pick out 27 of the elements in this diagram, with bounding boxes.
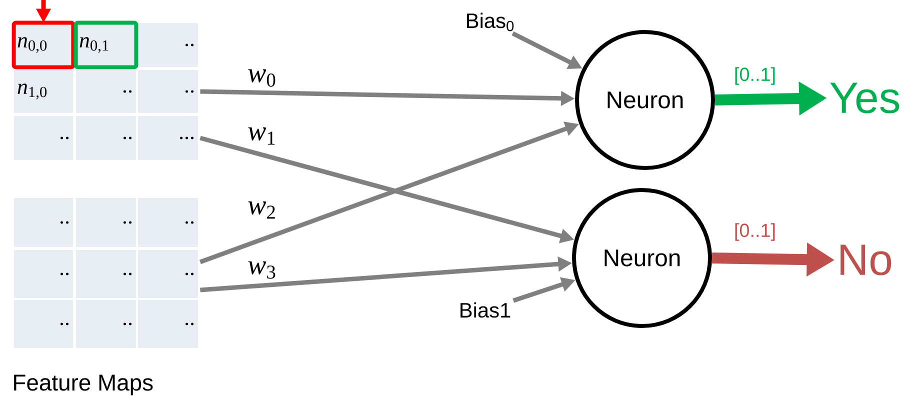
grid-cell: n$_{1,0}$ bbox=[14, 70, 73, 113]
edge-label: w$_{2}$ bbox=[248, 201, 275, 219]
grid-cell: .. bbox=[76, 198, 136, 247]
grid-cell: .. bbox=[138, 300, 198, 348]
grid-cell: .. bbox=[76, 250, 136, 298]
grid-cell: ... bbox=[138, 116, 198, 160]
edge-label: w$_{3}$ bbox=[248, 261, 276, 279]
grid-cell: .. bbox=[138, 198, 198, 247]
bias-label: Bias1 bbox=[460, 302, 510, 318]
grid-cell: .. bbox=[138, 23, 198, 67]
bias-label: Bias$_{0}$ bbox=[467, 12, 514, 32]
output-label: Yes bbox=[830, 82, 900, 114]
output-label: No bbox=[840, 244, 892, 276]
grid-cell: .. bbox=[76, 116, 136, 160]
grid-cell: .. bbox=[138, 70, 198, 113]
grid-cell: .. bbox=[14, 250, 73, 298]
grid-cell: .. bbox=[138, 250, 198, 298]
edge-label: w$_{1}$ bbox=[248, 127, 275, 145]
caption-label: Feature Maps bbox=[14, 374, 153, 396]
edge-label: w$_{0}$ bbox=[248, 69, 276, 87]
edge-label: [0..1] bbox=[735, 67, 775, 85]
grid-cell: .. bbox=[14, 198, 73, 247]
grid-cell: .. bbox=[14, 116, 73, 160]
edge-label: [0..1] bbox=[735, 223, 775, 241]
grid-cell: .. bbox=[14, 300, 73, 348]
grid-cell: .. bbox=[76, 300, 136, 348]
grid-cell: .. bbox=[76, 70, 136, 113]
